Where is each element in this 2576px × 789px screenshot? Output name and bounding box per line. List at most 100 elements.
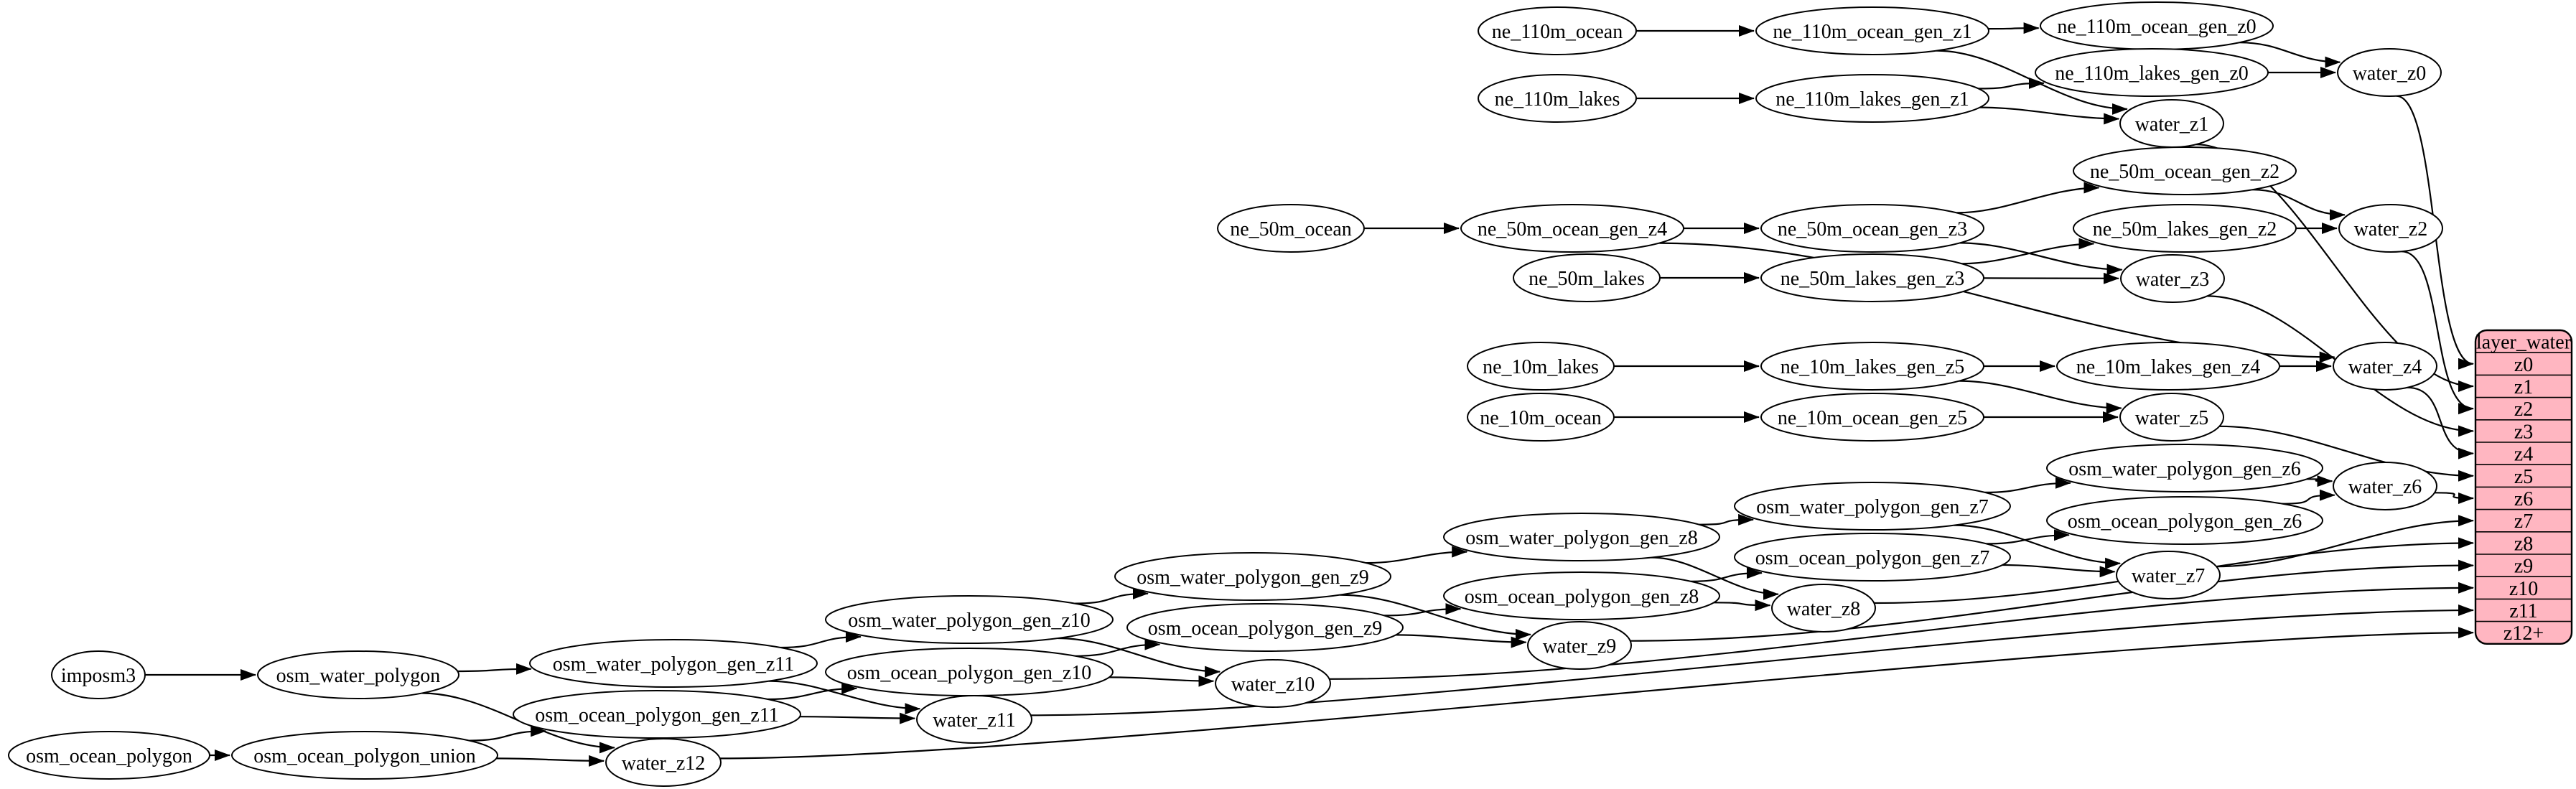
node-label: ne_50m_ocean_gen_z2	[2090, 161, 2279, 183]
node-ne_10m_lakes: ne_10m_lakes	[1467, 342, 1615, 391]
node-water_z2: water_z2	[2338, 204, 2443, 253]
node-ne_110m_ocean_gen_z0: ne_110m_ocean_gen_z0	[2040, 1, 2274, 50]
node-ellipse	[1467, 393, 1615, 442]
node-osm_water_polygon_gen_z7: osm_water_polygon_gen_z7	[1734, 482, 2011, 531]
edge-osm_water_polygon_gen_z9-to-osm_water_polygon_gen_z8	[1366, 546, 1468, 564]
node-label: osm_ocean_polygon_union	[253, 745, 476, 767]
node-label: ne_50m_ocean_gen_z3	[1778, 218, 1967, 241]
node-label: ne_50m_lakes_gen_z2	[2093, 218, 2277, 241]
node-label: ne_10m_lakes_gen_z4	[2076, 356, 2261, 378]
node-ne_50m_ocean_gen_z3: ne_50m_ocean_gen_z3	[1760, 204, 1984, 253]
edge-ne_50m_ocean_gen_z3-to-water_z3	[1959, 242, 2123, 276]
node-label: osm_ocean_polygon_gen_z9	[1148, 617, 1383, 640]
node-water_z8: water_z8	[1771, 584, 1876, 632]
edge-osm_water_polygon_gen_z9-to-water_z9	[1340, 594, 1531, 640]
node-label: ne_110m_ocean	[1492, 21, 1623, 43]
edge-water_z10-to-layer_water-z10	[1329, 582, 2474, 680]
node-ellipse	[1760, 204, 1984, 253]
edge-osm_water_polygon_gen_z8-to-water_z8	[1651, 556, 1779, 600]
node-ellipse	[605, 738, 722, 787]
table-row-z11: z11	[2509, 600, 2537, 622]
node-ellipse	[513, 690, 801, 739]
edge-osm_ocean_polygon_union-to-water_z12	[496, 755, 605, 767]
node-label: osm_water_polygon_gen_z9	[1137, 566, 1369, 589]
node-label: osm_water_polygon_gen_z8	[1465, 527, 1698, 549]
node-ellipse	[825, 595, 1114, 644]
edge-water_z9-to-layer_water-z9	[1630, 559, 2474, 642]
edge-osm_ocean_polygon_gen_z7-to-water_z7	[2002, 564, 2116, 578]
node-ellipse	[1443, 571, 1720, 620]
table-row-z9: z9	[2514, 556, 2533, 578]
node-water_z1: water_z1	[2119, 99, 2224, 148]
node-ellipse	[1126, 603, 1404, 652]
node-label: ne_10m_lakes	[1483, 356, 1599, 378]
node-label: water_z6	[2348, 476, 2422, 498]
node-ellipse	[529, 639, 818, 688]
node-ellipse	[1478, 74, 1637, 123]
node-label: ne_50m_ocean	[1230, 218, 1352, 241]
node-ellipse	[1217, 204, 1365, 253]
node-water_z5: water_z5	[2119, 393, 2224, 442]
node-ellipse	[1760, 253, 1984, 302]
edge-water_z6-to-layer_water-z6	[2435, 492, 2474, 504]
node-ellipse	[1734, 533, 2011, 582]
node-water_z11: water_z11	[916, 695, 1032, 744]
node-label: ne_110m_ocean_gen_z0	[2057, 16, 2256, 38]
node-ellipse	[1478, 6, 1637, 55]
node-label: water_z0	[2353, 62, 2427, 85]
node-osm_water_polygon_gen_z6: osm_water_polygon_gen_z6	[2046, 444, 2323, 492]
edge-osm_ocean_polygon_gen_z6-to-water_z6	[2282, 489, 2335, 505]
node-ellipse	[1215, 659, 1331, 708]
edge-osm_water_polygon_gen_z6-to-water_z6	[2307, 475, 2333, 487]
node-ellipse	[1467, 342, 1615, 391]
edge-water_z5-to-layer_water-z5	[2219, 425, 2474, 482]
node-ellipse	[1513, 253, 1661, 302]
node-ellipse	[1443, 513, 1720, 561]
node-ne_110m_ocean: ne_110m_ocean	[1478, 6, 1637, 55]
node-ellipse	[2119, 393, 2224, 442]
node-water_z10: water_z10	[1215, 659, 1331, 708]
node-ne_10m_ocean_gen_z5: ne_10m_ocean_gen_z5	[1760, 393, 1984, 442]
node-water_z12: water_z12	[605, 738, 722, 787]
table-row-z8: z8	[2514, 533, 2533, 555]
edge-ne_50m_ocean_gen_z3-to-ne_50m_ocean_gen_z2	[1956, 182, 2100, 214]
edge-osm_ocean_polygon_gen_z9-to-osm_ocean_polygon_gen_z8	[1384, 603, 1462, 617]
edge-water_z7-to-layer_water-z7	[2216, 515, 2474, 568]
node-osm_water_polygon_gen_z10: osm_water_polygon_gen_z10	[825, 595, 1114, 644]
edge-osm_water_polygon_gen_z11-to-osm_water_polygon_gen_z10	[780, 631, 862, 649]
node-ne_50m_lakes_gen_z2: ne_50m_lakes_gen_z2	[2073, 204, 2297, 253]
node-imposm3: imposm3	[51, 650, 146, 699]
table-layer: layer_waterz0z1z2z3z4z5z6z7z8z9z10z11z12…	[2474, 329, 2573, 645]
node-ellipse	[257, 650, 459, 699]
edge-water_z2-to-layer_water-z2	[2402, 251, 2474, 415]
edge-water_z12-to-layer_water-z12+	[719, 627, 2474, 760]
edge-osm_water_polygon_gen_z11-to-water_z11	[768, 680, 921, 715]
node-osm_ocean_polygon_gen_z10: osm_ocean_polygon_gen_z10	[825, 648, 1114, 696]
node-label: water_z11	[933, 709, 1016, 732]
node-ellipse	[2046, 496, 2323, 545]
node-water_z9: water_z9	[1527, 621, 1632, 670]
node-water_z0: water_z0	[2337, 48, 2442, 97]
node-label: ne_110m_lakes	[1495, 88, 1620, 111]
node-label: ne_110m_lakes_gen_z0	[2055, 62, 2249, 85]
node-label: water_z7	[2132, 565, 2206, 587]
node-osm_water_polygon: osm_water_polygon	[257, 650, 459, 699]
node-label: ne_50m_ocean_gen_z4	[1478, 218, 1667, 241]
node-label: water_z1	[2135, 113, 2209, 136]
node-ellipse	[2333, 342, 2437, 391]
node-ellipse	[2333, 462, 2437, 510]
node-label: osm_ocean_polygon_gen_z6	[2068, 510, 2302, 533]
node-ellipse	[1760, 393, 1984, 442]
node-ellipse	[51, 650, 146, 699]
edge-osm_ocean_polygon_gen_z8-to-water_z8	[1714, 599, 1771, 612]
node-label: ne_50m_lakes_gen_z3	[1781, 268, 1965, 290]
table-row-z3: z3	[2514, 421, 2533, 443]
node-ne_10m_ocean: ne_10m_ocean	[1467, 393, 1615, 442]
node-label: ne_110m_lakes_gen_z1	[1775, 88, 1969, 111]
node-label: osm_ocean_polygon_gen_z7	[1755, 547, 1990, 569]
node-osm_ocean_polygon_gen_z7: osm_ocean_polygon_gen_z7	[1734, 533, 2011, 582]
layer-water-table: layer_waterz0z1z2z3z4z5z6z7z8z9z10z11z12…	[2474, 329, 2573, 645]
node-ne_50m_lakes: ne_50m_lakes	[1513, 253, 1661, 302]
